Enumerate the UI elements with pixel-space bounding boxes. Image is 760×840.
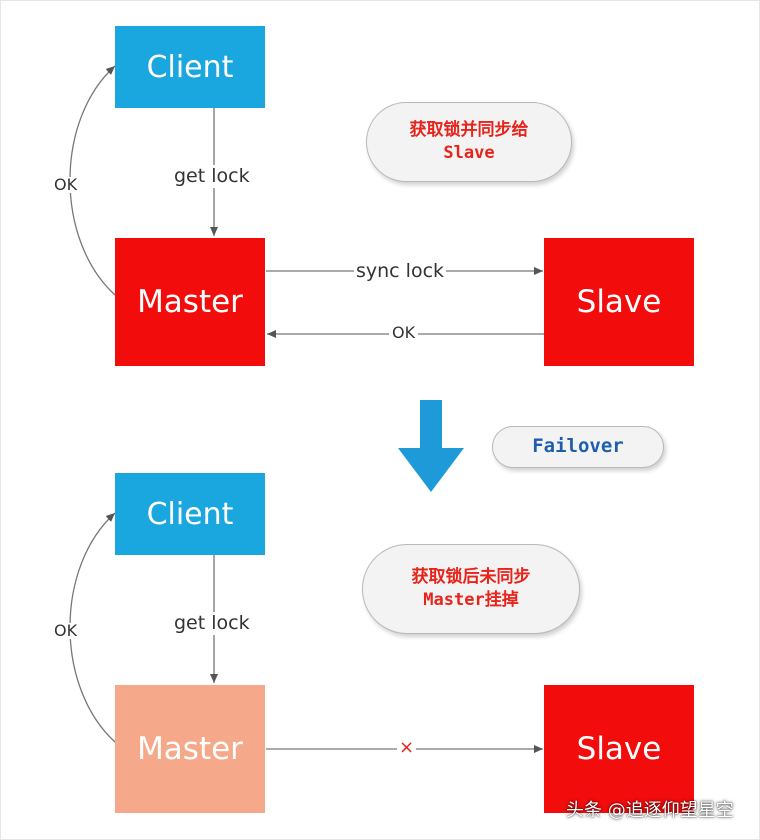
top-ok-back-label: OK [389,325,419,341]
failed-sync-mark: × [397,737,417,758]
top-note-line2: Slave [443,143,495,163]
bottom-master-box: Master [115,685,265,813]
top-note-line1: 获取锁并同步给 [409,120,529,141]
top-master-box: Master [115,238,265,366]
top-sync-lock-label: sync lock [354,260,447,282]
failover-label: Failover [532,435,624,458]
bottom-note-line1: 获取锁后未同步 [411,567,531,588]
top-get-lock-label: get lock [172,165,252,188]
failover-bubble: Failover [492,426,664,468]
bottom-client-box: Client [115,473,265,555]
bottom-ok-left-label: OK [54,621,78,640]
bottom-client-label: Client [146,496,234,532]
top-ok-left-label: OK [54,175,78,194]
top-note-bubble: 获取锁并同步给 Slave [366,102,572,182]
top-master-label: Master [137,284,243,320]
bottom-slave-label: Slave [576,731,662,767]
top-client-label: Client [146,49,234,85]
top-slave-box: Slave [544,238,694,366]
bottom-master-label: Master [137,731,243,767]
watermark: 头条 @追逐仰望星空 [566,800,734,821]
bottom-slave-box: Slave [544,685,694,813]
bottom-note-line2: Master挂掉 [423,590,519,610]
bottom-get-lock-label: get lock [172,612,252,635]
failover-arrow [398,400,464,492]
top-client-box: Client [115,26,265,108]
top-slave-label: Slave [576,284,662,320]
bottom-note-bubble: 获取锁后未同步 Master挂掉 [362,544,580,634]
